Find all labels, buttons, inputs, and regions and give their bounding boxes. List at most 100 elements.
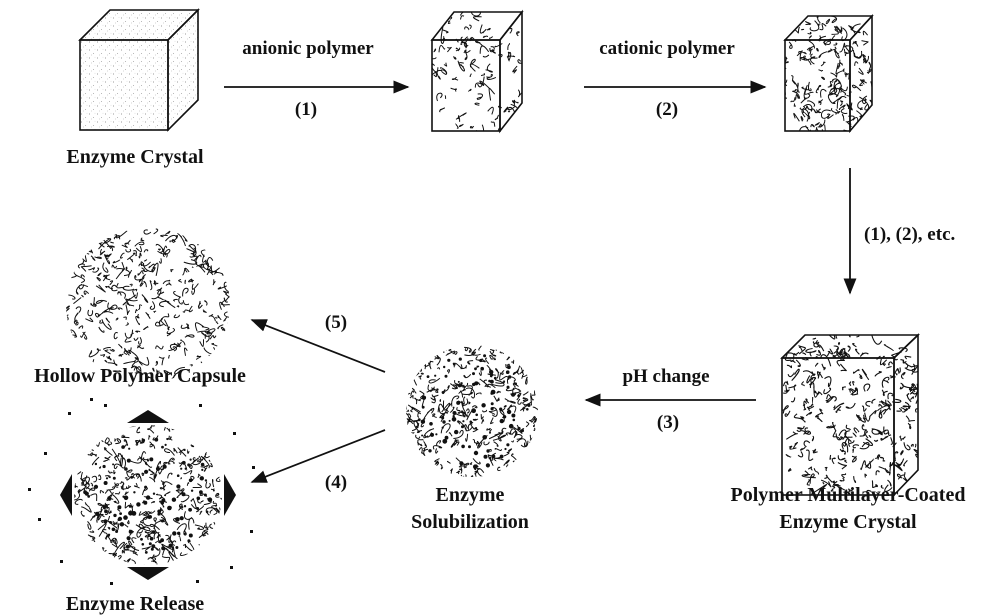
enzyme-particle (474, 367, 477, 371)
enzyme-particle (168, 543, 173, 548)
enzyme-particle (140, 537, 143, 541)
enzyme-particle (115, 530, 119, 533)
enzyme-particle (200, 462, 205, 467)
enzyme-particle (102, 464, 106, 469)
enzyme-particle (112, 476, 116, 480)
enzyme-particle (161, 498, 166, 503)
enzyme-particle (421, 434, 424, 437)
enzyme-particle (480, 366, 485, 371)
enzyme-particle (462, 420, 465, 423)
coated-crystal-label-line1: Polymer Multilayer-Coated (731, 484, 966, 506)
enzyme-particle (181, 460, 186, 465)
enzyme-particle (121, 445, 125, 449)
hollow-capsule-label: Hollow Polymer Capsule (34, 365, 246, 387)
enzyme-particle (491, 454, 496, 459)
enzyme-particle (489, 369, 494, 375)
enzyme-particle (502, 415, 507, 419)
enzyme-particle (205, 510, 209, 514)
enzyme-particle (499, 418, 504, 424)
enzyme-particle (131, 511, 137, 516)
enzyme-particle (164, 443, 167, 446)
enzyme-particle (430, 432, 434, 437)
enzyme-particle (181, 492, 186, 497)
enzyme-particle (483, 454, 488, 459)
enzyme-particle (128, 529, 133, 534)
enzyme-particle (160, 519, 165, 523)
enzyme-particle (150, 547, 154, 551)
ph-change-step: (3) (657, 412, 679, 433)
enzyme-particle (157, 509, 162, 514)
enzyme-particle (199, 476, 204, 481)
enzyme-particle (497, 398, 500, 401)
enzyme-particle (429, 422, 433, 426)
enzyme-particle (171, 497, 177, 502)
enzyme-particle (113, 513, 117, 518)
enzyme-particle (506, 443, 510, 447)
enzyme-particle (95, 511, 100, 516)
solubilization-label-line1: Enzyme (436, 484, 505, 506)
enzyme-particle (126, 458, 131, 463)
enzyme-release-sphere (74, 425, 222, 565)
enzyme-particle (474, 381, 479, 386)
enzyme-particle (144, 469, 149, 474)
enzyme-particle (447, 358, 451, 362)
polymer-strands (406, 345, 538, 477)
enzyme-particle (144, 551, 148, 554)
enzyme-particle (179, 516, 184, 521)
enzyme-particle (473, 464, 478, 469)
enzyme-particle (441, 426, 444, 429)
enzyme-particle (455, 386, 458, 390)
enzyme-particle (426, 375, 430, 378)
enzyme-particle (490, 379, 494, 384)
anionic-coated-cube (430, 9, 524, 134)
enzyme-particle (499, 454, 504, 459)
enzyme-particle (123, 495, 129, 501)
polymer-strands (782, 335, 918, 495)
enzyme-particle (176, 484, 181, 489)
enzyme-particle (190, 489, 194, 492)
enzyme-particle (187, 539, 191, 543)
enzyme-particle (111, 527, 116, 532)
enzyme-particle (510, 392, 516, 397)
enzyme-particle (479, 358, 483, 363)
enzyme-particle (103, 481, 108, 485)
enzyme-particle (506, 409, 512, 415)
enzyme-particle (520, 429, 525, 433)
enzyme-particle (169, 506, 172, 509)
enzyme-particle (189, 458, 192, 461)
enzyme-particle (456, 400, 461, 405)
enzyme-particle (448, 419, 451, 422)
enzyme-particle (434, 374, 437, 377)
enzyme-particle (459, 461, 464, 466)
enzyme-particle (161, 445, 164, 449)
enzyme-particle (421, 405, 425, 409)
anionic-polymer-label: anionic polymer (242, 38, 374, 59)
enzyme-particle (141, 438, 146, 443)
enzyme-particle (125, 544, 130, 549)
enzyme-release-step: (4) (325, 472, 347, 493)
enzyme-particle (453, 363, 456, 366)
enzyme-particle (452, 411, 457, 415)
enzyme-crystal-cube (78, 8, 200, 132)
enzyme-particle (486, 449, 490, 453)
enzyme-particle (160, 538, 165, 543)
release-arrow-up (127, 410, 169, 423)
cationic-polymer-label: cationic polymer (599, 38, 735, 59)
enzyme-particle (454, 429, 459, 435)
enzyme-particle (482, 435, 488, 440)
enzyme-particle (472, 372, 475, 376)
enzyme-particle (483, 354, 487, 358)
enzyme-particle (148, 515, 153, 519)
enzyme-particle (461, 444, 465, 449)
enzyme-particle (128, 510, 133, 516)
enzyme-particle (176, 474, 180, 478)
enzyme-crystal-label: Enzyme Crystal (66, 146, 204, 168)
enzyme-particle (507, 365, 511, 370)
enzyme-particle (499, 407, 503, 411)
enzyme-particle (104, 509, 108, 514)
enzyme-particle (177, 531, 181, 535)
enzyme-particle (188, 478, 193, 483)
enzyme-particle (509, 432, 512, 435)
enzyme-particle (108, 498, 111, 501)
enzyme-particle (506, 385, 510, 389)
